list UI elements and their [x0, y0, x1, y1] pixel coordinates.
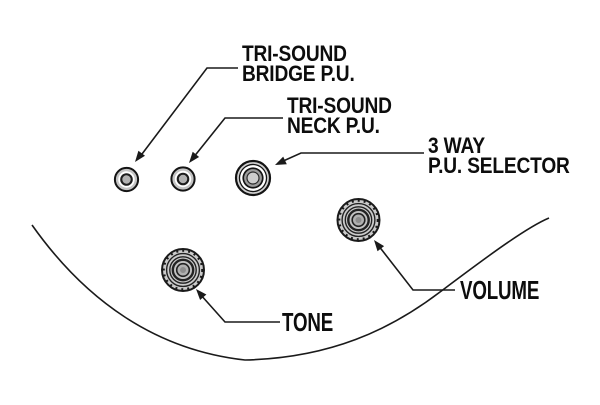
leader-line-selector	[275, 152, 424, 165]
leader-line-volume	[374, 240, 455, 291]
label-pickup-selector-line2: P.U. SELECTOR	[428, 153, 570, 178]
arrowhead-neck-icon	[189, 151, 200, 163]
label-pickup-selector: 3 WAY P.U. SELECTOR	[428, 133, 570, 178]
label-neck-pickup-line2: NECK P.U.	[287, 113, 380, 138]
leader-line-bridge	[135, 67, 238, 162]
label-neck-pickup: TRI-SOUND NECK P.U.	[287, 93, 392, 138]
arrowhead-selector-icon	[275, 156, 287, 165]
3-way-pickup-selector	[234, 159, 272, 197]
arrowhead-volume-icon	[374, 240, 385, 252]
leader-line-neck	[189, 117, 283, 163]
label-neck-pickup-line1: TRI-SOUND	[287, 93, 392, 118]
label-pickup-selector-line1: 3 WAY	[428, 133, 485, 158]
volume-knob	[336, 198, 381, 242]
leader-line-tone	[196, 289, 280, 323]
arrowhead-bridge-icon	[135, 150, 145, 162]
tri-sound-neck-pickup-switch	[170, 166, 196, 192]
label-tone: TONE	[282, 307, 334, 337]
arrowhead-tone-icon	[196, 289, 207, 300]
guitar-body-outline	[31, 217, 550, 361]
label-bridge-pickup: TRI-SOUND BRIDGE P.U.	[242, 41, 355, 86]
label-volume: VOLUME	[460, 275, 540, 305]
label-bridge-pickup-line1: TRI-SOUND	[242, 41, 347, 66]
tri-sound-bridge-pickup-switch	[113, 166, 140, 193]
label-bridge-pickup-line2: BRIDGE P.U.	[242, 61, 355, 86]
tone-knob	[161, 248, 205, 292]
